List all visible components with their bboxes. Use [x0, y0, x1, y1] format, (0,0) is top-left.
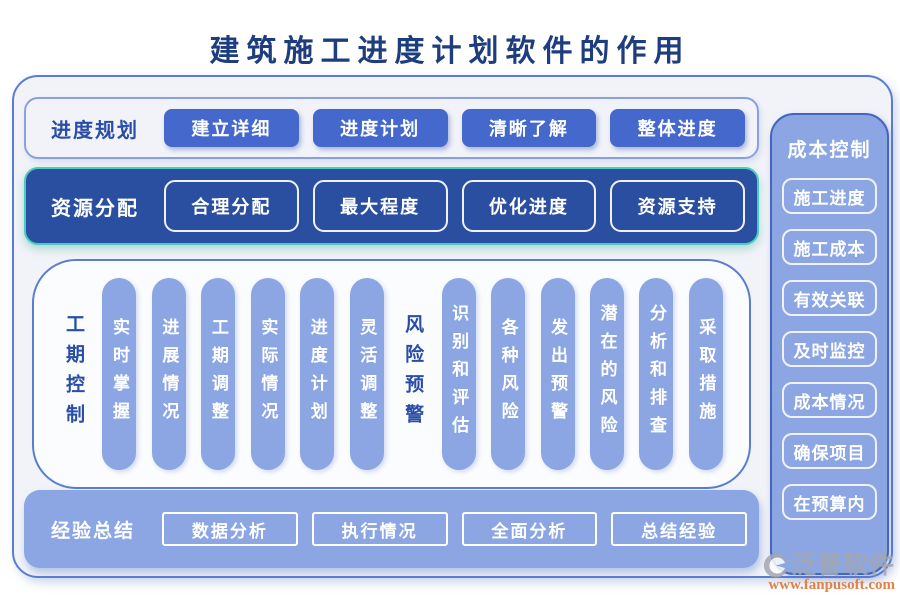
- pill-take-measures[interactable]: 采取措施: [688, 278, 723, 470]
- fanpu-logo-url: www.fanpusoft.com: [768, 577, 895, 594]
- experience-summary-chips: 数据分析 执行情况 全面分析 总结经验: [162, 512, 759, 546]
- pill-duration-adjust[interactable]: 工期调整: [201, 278, 236, 470]
- main-panel: 进度规划 建立详细 进度计划 清晰了解 整体进度 资源分配 合理分配 最大程度 …: [12, 75, 893, 578]
- sidebar-item-effective-link[interactable]: 有效关联: [782, 280, 877, 316]
- pill-progress-status[interactable]: 进展情况: [151, 278, 186, 470]
- chip-clear-understanding[interactable]: 清晰了解: [461, 109, 597, 147]
- chip-establish-detail[interactable]: 建立详细: [164, 109, 299, 147]
- resource-allocation-label: 资源分配: [51, 197, 139, 220]
- pill-potential-risks[interactable]: 潜在的风险: [589, 278, 624, 470]
- duration-control-label: 工期控制: [63, 314, 84, 434]
- pill-identify-evaluate[interactable]: 识别和评估: [441, 278, 476, 470]
- experience-summary-label: 经验总结: [50, 520, 135, 542]
- section-duration-risk: 工期控制 实时掌握 进展情况 工期调整 实际情况 进度计划 灵活调整 风险预警 …: [32, 259, 751, 489]
- schedule-planning-label: 进度规划: [51, 119, 139, 142]
- pill-actual-situation[interactable]: 实际情况: [250, 278, 285, 470]
- chip-summarize-experience[interactable]: 总结经验: [611, 512, 747, 546]
- sidebar-item-construction-progress[interactable]: 施工进度: [782, 178, 877, 214]
- chip-schedule-plan[interactable]: 进度计划: [312, 109, 448, 147]
- pill-flexible-adjust[interactable]: 灵活调整: [349, 278, 384, 470]
- sidebar-cost-control: 成本控制 施工进度 施工成本 有效关联 及时监控 成本情况 确保项目 在预算内: [770, 113, 889, 575]
- pill-issue-warning[interactable]: 发出预警: [540, 278, 575, 470]
- pill-schedule-plan[interactable]: 进度计划: [300, 278, 335, 470]
- pill-various-risks[interactable]: 各种风险: [491, 278, 526, 470]
- section-schedule-planning: 进度规划 建立详细 进度计划 清晰了解 整体进度: [24, 97, 759, 159]
- cost-control-header: 成本控制: [787, 140, 872, 161]
- chip-data-analysis[interactable]: 数据分析: [162, 512, 298, 546]
- chip-resource-support[interactable]: 资源支持: [610, 180, 745, 232]
- fanpu-logo-icon: [763, 552, 789, 578]
- fanpu-logo-text: 泛普软件: [790, 551, 895, 579]
- fanpu-watermark: 泛普软件 www.fanpusoft.com: [763, 552, 895, 594]
- chip-overall-progress[interactable]: 整体进度: [610, 109, 745, 147]
- sidebar-item-ensure-project[interactable]: 确保项目: [782, 433, 877, 469]
- pill-analyze-investigate[interactable]: 分析和排查: [639, 278, 674, 470]
- chip-execution-status[interactable]: 执行情况: [311, 512, 448, 546]
- resource-allocation-chips: 合理分配 最大程度 优化进度 资源支持: [164, 180, 757, 232]
- schedule-planning-chips: 建立详细 进度计划 清晰了解 整体进度: [164, 109, 757, 147]
- section-experience-summary: 经验总结 数据分析 执行情况 全面分析 总结经验: [24, 490, 759, 568]
- sidebar-item-timely-monitoring[interactable]: 及时监控: [782, 331, 877, 367]
- chip-reasonable-allocation[interactable]: 合理分配: [164, 180, 299, 232]
- page-title: 建筑施工进度计划软件的作用: [209, 35, 691, 68]
- section-resource-allocation: 资源分配 合理分配 最大程度 优化进度 资源支持: [24, 167, 759, 245]
- sidebar-item-within-budget[interactable]: 在预算内: [782, 484, 877, 520]
- pill-realtime-grasp[interactable]: 实时掌握: [102, 278, 137, 470]
- risk-warning-label: 风险预警: [402, 314, 424, 434]
- chip-optimize-progress[interactable]: 优化进度: [461, 180, 597, 232]
- sidebar-item-cost-status[interactable]: 成本情况: [782, 382, 877, 418]
- chip-comprehensive-analysis[interactable]: 全面分析: [461, 512, 598, 546]
- sidebar-item-construction-cost[interactable]: 施工成本: [782, 229, 877, 265]
- chip-maximum-degree[interactable]: 最大程度: [312, 180, 448, 232]
